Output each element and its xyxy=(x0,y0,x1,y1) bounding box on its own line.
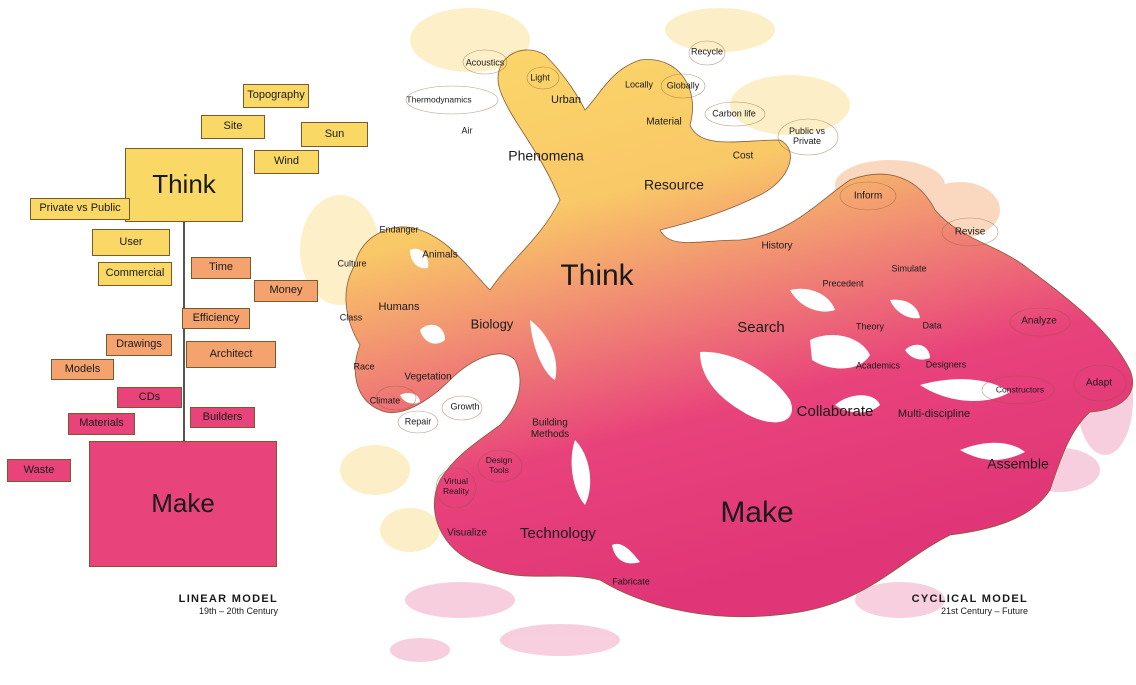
linear-think-box: Think xyxy=(125,148,243,222)
linear-caption-title: LINEAR MODEL xyxy=(178,593,278,605)
cyclical-label-vegetation: Vegetation xyxy=(404,372,451,383)
linear-item-user: User xyxy=(92,229,170,256)
cyclical-label-collaborate: Collaborate xyxy=(797,403,874,420)
linear-caption-subtitle: 19th – 20th Century xyxy=(198,606,278,616)
linear-item-time: Time xyxy=(191,257,251,279)
cyclical-label-light: Light xyxy=(530,72,550,82)
cyclical-label-revise: Revise xyxy=(955,227,986,238)
cyclical-label-multi-discipline: Multi-discipline xyxy=(898,408,970,420)
cyclical-think-label: Think xyxy=(560,259,634,292)
cyclical-label-material: Material xyxy=(646,117,682,128)
cyclical-make-label: Make xyxy=(720,496,793,529)
cyclical-label-animals: Animals xyxy=(422,250,458,261)
linear-item-architect: Architect xyxy=(186,341,276,368)
cyclical-label-constructors: Constructors xyxy=(996,384,1044,394)
linear-item-wind: Wind xyxy=(254,150,319,174)
cyclical-label-humans: Humans xyxy=(379,301,420,313)
cyclical-label-analyze: Analyze xyxy=(1021,316,1057,327)
cyclical-label-resource: Resource xyxy=(644,177,704,193)
linear-item-money: Money xyxy=(254,280,318,302)
cyclical-caption-subtitle: 21st Century – Future xyxy=(940,606,1028,616)
linear-make-box: Make xyxy=(89,441,277,567)
cyclical-label-carbon-life: Carbon life xyxy=(712,108,756,118)
cyclical-label-adapt: Adapt xyxy=(1086,378,1112,389)
node-blobs xyxy=(375,40,1127,509)
linear-item-commercial: Commercial xyxy=(98,262,172,286)
linear-item-site: Site xyxy=(201,115,265,139)
linear-item-materials: Materials xyxy=(68,413,135,435)
linear-caption: LINEAR MODEL 19th – 20th Century xyxy=(168,593,278,616)
linear-axis-line xyxy=(183,222,185,444)
cyclical-label-phenomena: Phenomena xyxy=(508,148,584,164)
cyclical-label-globally: Globally xyxy=(667,80,700,90)
cyclical-label-locally: Locally xyxy=(625,79,654,89)
cyclical-caption-title: CYCLICAL MODEL xyxy=(911,593,1028,605)
linear-item-waste: Waste xyxy=(7,459,71,482)
cyclical-label-thermodynamics: Thermodynamics xyxy=(406,94,471,104)
cyclical-label-endanger: Endanger xyxy=(379,224,418,234)
cyclical-label-theory: Theory xyxy=(856,321,885,331)
cyclical-label-cost: Cost xyxy=(733,151,754,162)
linear-item-models: Models xyxy=(51,359,114,380)
cyclical-label-urban: Urban xyxy=(551,94,581,106)
cyclical-label-designers: Designers xyxy=(926,359,967,369)
cyclical-label-repair: Repair xyxy=(405,416,432,426)
cyclical-label-history: History xyxy=(761,241,792,252)
cyclical-label-culture: Culture xyxy=(337,258,366,268)
cyclical-label-recycle: Recycle xyxy=(691,46,723,56)
cyclical-label-simulate: Simulate xyxy=(891,263,926,273)
cyclical-label-search: Search xyxy=(737,319,785,336)
cyclical-label-precedent: Precedent xyxy=(822,278,864,288)
cyclical-label-race: Race xyxy=(353,361,374,371)
cyclical-label-visualize: Visualize xyxy=(447,528,487,539)
cyclical-blob xyxy=(345,49,1133,618)
cyclical-label-data: Data xyxy=(922,320,941,330)
cyclical-label-inform: Inform xyxy=(854,191,882,202)
linear-item-drawings: Drawings xyxy=(106,334,172,356)
linear-item-efficiency: Efficiency xyxy=(182,308,250,329)
cyclical-caption: CYCLICAL MODEL 21st Century – Future xyxy=(910,593,1028,616)
cyclical-label-acoustics: Acoustics xyxy=(466,57,505,67)
cyclical-label-air: Air xyxy=(462,125,473,135)
cyclical-label-academics: Academics xyxy=(856,360,901,370)
linear-item-cds: CDs xyxy=(117,387,182,408)
linear-item-sun: Sun xyxy=(301,122,368,147)
cyclical-label-fabricate: Fabricate xyxy=(612,576,650,586)
cyclical-label-technology: Technology xyxy=(520,525,596,542)
linear-item-topography: Topography xyxy=(243,84,309,108)
cyclical-label-biology: Biology xyxy=(471,316,514,331)
linear-item-private-vs-public: Private vs Public xyxy=(30,198,130,220)
cyclical-label-assemble: Assemble xyxy=(987,456,1049,472)
cyclical-label-climate: Climate xyxy=(370,395,401,405)
cyclical-label-class: Class xyxy=(340,312,363,322)
blob-holes xyxy=(400,248,1025,564)
linear-item-builders: Builders xyxy=(190,407,255,428)
cyclical-label-growth: Growth xyxy=(450,401,479,411)
